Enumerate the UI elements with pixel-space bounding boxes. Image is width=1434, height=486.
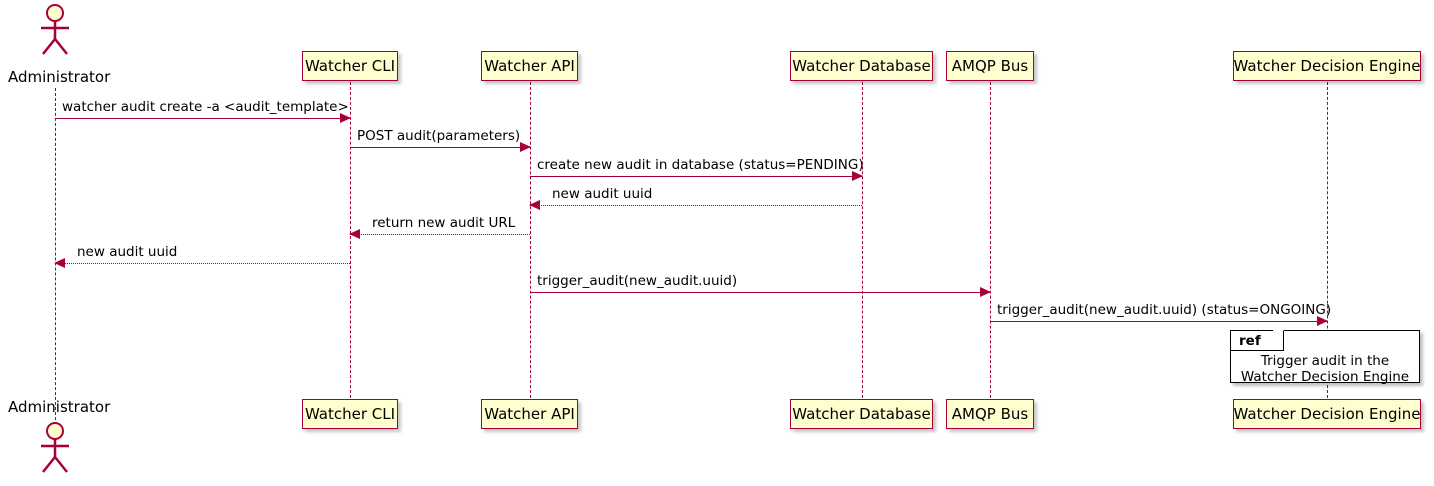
message-label: POST audit(parameters)	[357, 128, 521, 144]
lifeline-watcher-cli	[350, 82, 351, 398]
ref-fragment-text-line1: Trigger audit in the	[1260, 353, 1390, 369]
ref-fragment-tab-label: ref	[1239, 332, 1261, 349]
message-label: watcher audit create -a <audit_template>	[62, 99, 349, 115]
ref-fragment[interactable]: ref Trigger audit in the Watcher Decisio…	[1230, 330, 1420, 385]
message-label: trigger_audit(new_audit.uuid) (status=ON…	[997, 302, 1332, 318]
lifeline-watcher-api	[530, 82, 531, 398]
arrowhead-right-icon	[520, 142, 531, 152]
arrowhead-left-icon	[529, 200, 540, 210]
participant-box-watcher-cli-bottom[interactable]: Watcher CLI	[302, 399, 398, 429]
participant-box-watcher-database-bottom[interactable]: Watcher Database	[790, 399, 933, 429]
message-label: new audit uuid	[552, 186, 653, 202]
arrowhead-left-icon	[54, 258, 65, 268]
participant-box-watcher-decision-engine-bottom[interactable]: Watcher Decision Engine	[1233, 399, 1421, 429]
arrowhead-right-icon	[340, 113, 351, 123]
message-line	[55, 263, 350, 264]
ref-fragment-text-line2: Watcher Decision Engine	[1240, 369, 1410, 385]
participant-box-amqp-bus-bottom[interactable]: AMQP Bus	[946, 399, 1034, 429]
arrowhead-right-icon	[852, 171, 863, 181]
lifeline-administrator	[55, 88, 56, 420]
participant-box-watcher-api-bottom[interactable]: Watcher API	[481, 399, 578, 429]
lifeline-watcher-database	[862, 82, 863, 398]
arrowhead-right-icon	[1317, 316, 1328, 326]
message-label: create new audit in database (status=PEN…	[537, 157, 864, 173]
folded-corner-icon	[1272, 330, 1284, 341]
arrowhead-right-icon	[980, 287, 991, 297]
message-label: return new audit URL	[372, 215, 516, 231]
message-line	[530, 292, 990, 293]
ref-fragment-tab: ref	[1231, 330, 1284, 351]
participant-box-amqp-bus-top[interactable]: AMQP Bus	[946, 51, 1034, 81]
message-line	[55, 118, 350, 119]
participant-box-watcher-decision-engine-top[interactable]: Watcher Decision Engine	[1233, 51, 1421, 81]
message-line	[530, 176, 862, 177]
message-line	[350, 147, 530, 148]
ref-fragment-text: Trigger audit in the Watcher Decision En…	[1231, 353, 1419, 385]
message-line	[530, 205, 862, 206]
message-line	[990, 321, 1327, 322]
participant-box-watcher-api-top[interactable]: Watcher API	[481, 51, 578, 81]
message-label: trigger_audit(new_audit.uuid)	[537, 273, 738, 289]
actor-stick-figure-icon	[41, 4, 69, 55]
actor-administrator-top[interactable]	[32, 4, 78, 56]
participant-box-watcher-database-top[interactable]: Watcher Database	[790, 51, 933, 81]
message-line	[350, 234, 530, 235]
actor-label-administrator-top: Administrator	[8, 68, 111, 86]
actor-administrator-bottom[interactable]	[32, 422, 78, 474]
lifeline-amqp-bus	[990, 82, 991, 398]
message-label: new audit uuid	[77, 244, 178, 260]
actor-stick-figure-icon	[41, 422, 69, 473]
participant-box-watcher-cli-top[interactable]: Watcher CLI	[302, 51, 398, 81]
arrowhead-left-icon	[349, 229, 360, 239]
actor-label-administrator-bottom: Administrator	[8, 398, 111, 416]
lifeline-watcher-decision-engine	[1327, 82, 1328, 398]
